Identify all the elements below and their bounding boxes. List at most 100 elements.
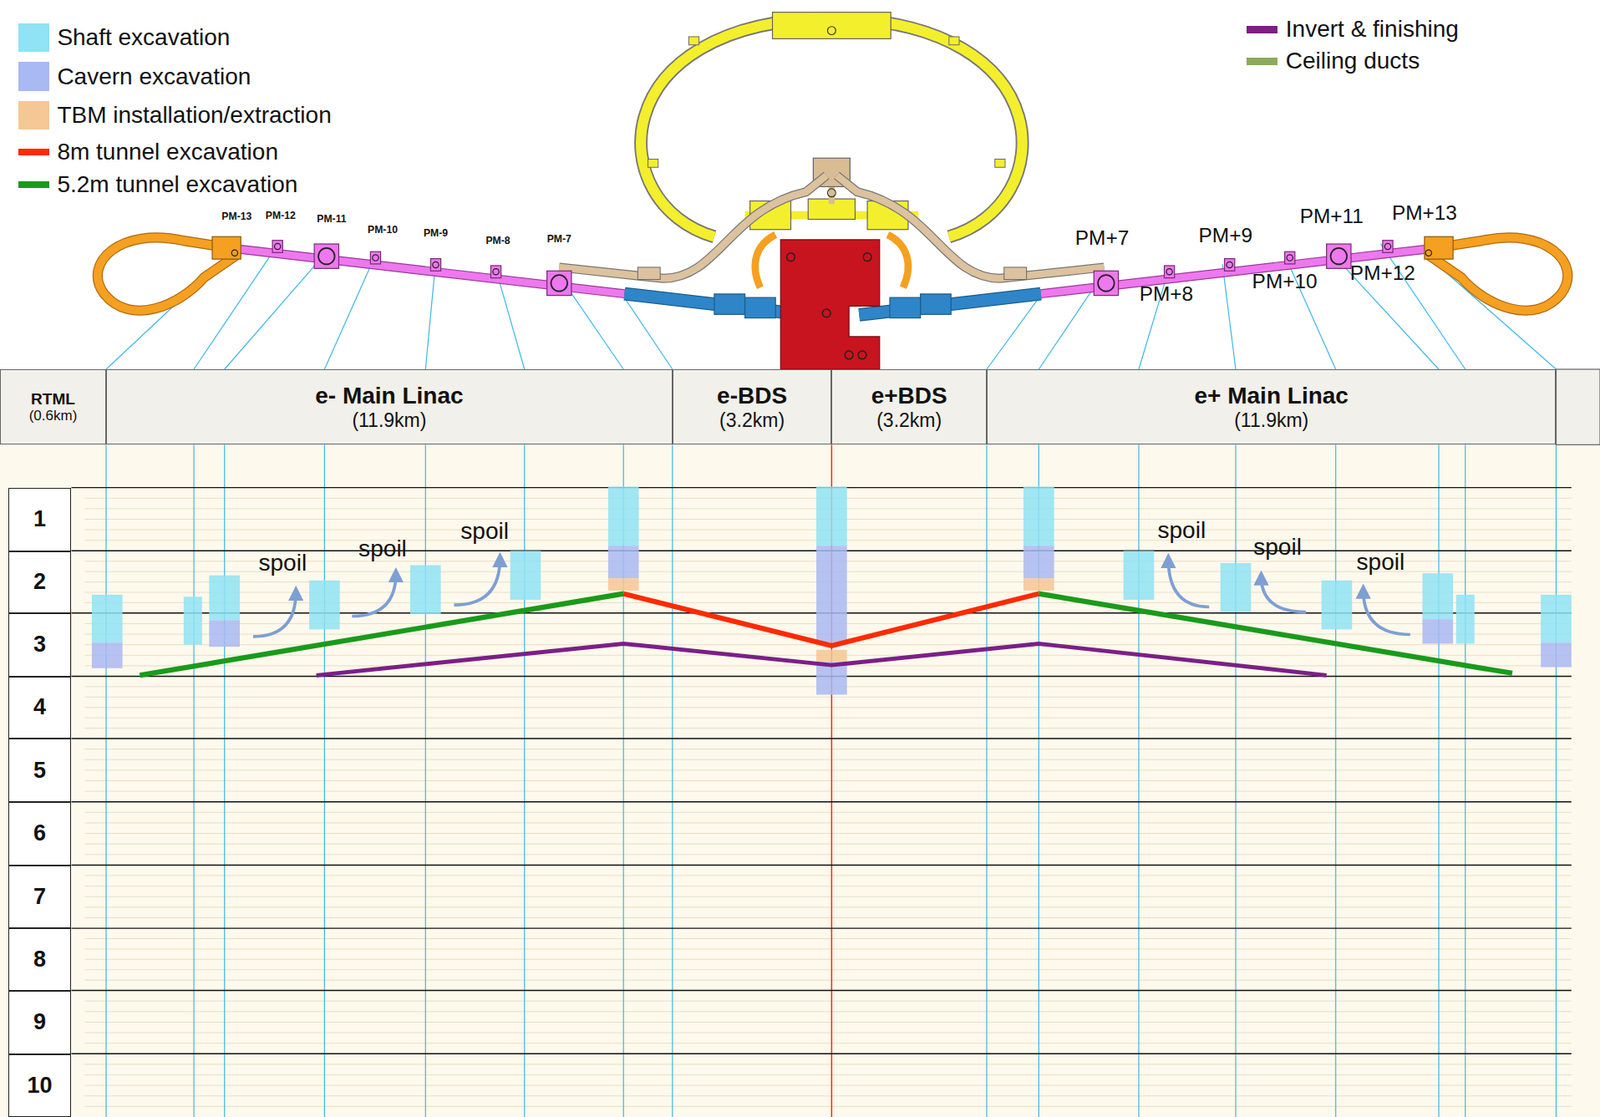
transfer-hall — [1004, 267, 1027, 280]
shaft-symbol — [1330, 248, 1348, 265]
shaft-label: PM+10 — [1252, 270, 1318, 294]
minor-grid-line — [84, 938, 1571, 940]
shaft-symbol — [551, 274, 569, 292]
section-length: (11.9km) — [351, 409, 427, 432]
legend-text: 8m tunnel excavation — [56, 138, 279, 166]
row-number: 7 — [33, 883, 46, 910]
minor-grid-line — [84, 980, 1571, 981]
station-line — [523, 444, 525, 1117]
station-line — [223, 444, 225, 1117]
schedule-bar — [608, 578, 640, 591]
pm-hall — [314, 243, 339, 269]
minor-grid-line — [84, 948, 1571, 950]
minor-grid-line — [84, 769, 1571, 771]
shaft-label: PM+11 — [1300, 204, 1364, 228]
row-number: 8 — [33, 946, 46, 973]
station-line — [105, 444, 107, 1117]
schedule-bar — [91, 642, 123, 669]
schedule-bar — [1422, 619, 1453, 644]
leader-line — [425, 261, 436, 370]
shaft-symbol — [822, 309, 831, 318]
legend-entry: 8m tunnel excavation — [18, 135, 520, 168]
minor-grid-line — [84, 1000, 1571, 1002]
pm-hall — [1093, 270, 1118, 295]
shaft-label: PM+13 — [1391, 202, 1458, 225]
station-line — [1464, 444, 1466, 1117]
pm-hall — [1326, 243, 1352, 269]
schedule-bar — [208, 619, 240, 647]
row-number-box: 4 — [8, 676, 72, 739]
legend-text: TBM installation/extraction — [56, 101, 331, 129]
shaft-symbol — [827, 188, 836, 198]
tunnel-52-line — [139, 594, 624, 676]
row-line — [71, 737, 1571, 739]
section-length: (11.9km) — [1234, 409, 1309, 432]
station-line — [671, 444, 673, 1117]
leader-line — [224, 252, 327, 370]
shaft-symbol — [274, 243, 281, 249]
shaft-symbol — [231, 249, 238, 256]
row-number-box: 5 — [8, 738, 72, 803]
bds-hall — [745, 297, 777, 318]
ring-stub — [949, 36, 960, 46]
station-line — [1137, 444, 1139, 1117]
shaft-label: PM-9 — [423, 228, 448, 239]
schedule-ground — [0, 444, 1600, 1117]
minor-grid-line — [84, 1095, 1571, 1097]
minor-grid-line — [84, 843, 1571, 845]
pm-hall — [547, 270, 572, 295]
header-cell — [1555, 369, 1600, 445]
row-line — [71, 927, 1571, 929]
schedule-bar — [510, 550, 542, 600]
legend-swatch — [18, 23, 50, 52]
shaft-symbol — [1384, 243, 1391, 249]
schedule-bar — [1123, 550, 1155, 600]
row-number-box: 6 — [8, 802, 72, 866]
schedule-bar — [1023, 486, 1055, 546]
station-line — [193, 444, 194, 1117]
pm-hall — [490, 265, 501, 279]
row-number: 1 — [33, 506, 46, 533]
shaft-symbol — [1166, 269, 1173, 275]
orange-arc — [888, 234, 909, 288]
row-line — [71, 1053, 1571, 1055]
minor-grid-line — [84, 906, 1571, 908]
minor-grid-line — [84, 727, 1571, 729]
section-length: (3.2km) — [876, 409, 942, 432]
station-line — [1335, 444, 1336, 1117]
shaft-symbol — [432, 261, 439, 268]
minor-grid-line — [84, 885, 1571, 887]
spoil-label: spoil — [1356, 548, 1406, 575]
schedule-bar — [608, 486, 640, 546]
pm-hall — [370, 251, 381, 265]
legend-entry: 5.2m tunnel excavation — [18, 168, 520, 202]
legend-text: Ceiling ducts — [1285, 47, 1420, 75]
section-name: RTML — [30, 390, 76, 409]
spoil-label: spoil — [1253, 533, 1302, 560]
damping-ring — [640, 18, 1023, 237]
legend-line-sample — [1246, 57, 1278, 66]
minor-grid-line — [84, 1085, 1571, 1087]
bds-outline — [858, 294, 1041, 315]
schedule-bar — [1023, 578, 1055, 591]
shaft-symbol — [827, 26, 836, 36]
schedule-bar — [208, 575, 240, 621]
orange-hall — [1424, 236, 1453, 260]
section-length: (0.6km) — [29, 407, 78, 425]
minor-grid-line — [84, 759, 1571, 761]
row-number: 4 — [33, 694, 46, 721]
leader-line — [193, 244, 278, 370]
shaft-symbol — [844, 350, 854, 360]
section-name: e- Main Linac — [314, 382, 463, 410]
pm-hall — [1224, 259, 1235, 272]
shaft-label: PM-11 — [316, 213, 346, 225]
minor-grid-line — [84, 1063, 1571, 1065]
legend-entry: TBM installation/extraction — [18, 98, 520, 132]
spoil-label: spoil — [460, 518, 509, 545]
row-number-box: 9 — [8, 990, 72, 1055]
section-name: e+BDS — [871, 382, 948, 410]
row-number-box: 1 — [8, 487, 72, 552]
minor-grid-line — [84, 812, 1571, 813]
section-header: e- Main Linac(11.9km) — [106, 369, 673, 445]
